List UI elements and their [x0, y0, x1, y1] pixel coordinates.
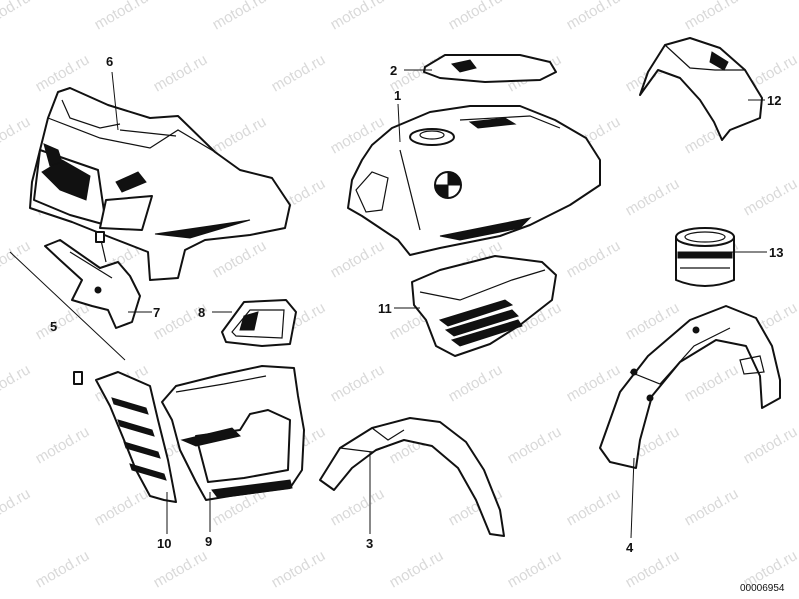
callout-8: 8 [198, 305, 205, 320]
watermark-text: motod.ru [0, 361, 33, 405]
filter-sleeve-drawing [675, 227, 735, 287]
watermark-text: motod.ru [328, 485, 388, 529]
watermark-text: motod.ru [682, 0, 742, 33]
watermark-text: motod.ru [446, 361, 506, 405]
rear-fender-drawing [599, 305, 781, 469]
watermark-text: motod.ru [387, 547, 447, 591]
side-panel-drawing [411, 255, 557, 357]
callout-9: 9 [205, 534, 212, 549]
watermark-text: motod.ru [210, 237, 270, 281]
watermark-text: motod.ru [92, 0, 152, 33]
watermark-text: motod.ru [328, 0, 388, 33]
watermark-text: motod.ru [564, 237, 624, 281]
document-number: 00006954 [740, 583, 785, 594]
tank-cap-cover-drawing [423, 54, 557, 83]
watermark-text: motod.ru [151, 51, 211, 95]
watermark-text: motod.ru [0, 237, 33, 281]
fuel-tank-drawing [347, 105, 601, 256]
watermark-text: motod.ru [33, 547, 93, 591]
watermark-text: motod.ru [269, 547, 329, 591]
watermark-text: motod.ru [623, 175, 683, 219]
watermark-text: motod.ru [33, 423, 93, 467]
watermark-text: motod.ru [328, 361, 388, 405]
callout-12: 12 [767, 93, 781, 108]
watermark-text: motod.ru [92, 485, 152, 529]
watermark-text: motod.ru [505, 423, 565, 467]
watermark-text: motod.ru [0, 0, 33, 33]
side-trim-cover-drawing [221, 299, 297, 347]
callout-5: 5 [50, 319, 57, 334]
callout-labels: 6 2 1 12 13 7 8 11 5 10 9 3 4 00006954 [50, 54, 785, 594]
watermark-text: motod.ru [741, 423, 799, 467]
watermark-text: motod.ru [564, 361, 624, 405]
tail-cowl-drawing [639, 37, 763, 141]
leader-lines [111, 69, 767, 539]
watermark-text: motod.ru [564, 0, 624, 33]
fairing-bracket-drawing [9, 231, 141, 361]
callout-3: 3 [366, 536, 373, 551]
callout-4: 4 [626, 540, 634, 555]
callout-13: 13 [769, 245, 783, 260]
watermark-text: motod.ru [210, 113, 270, 157]
front-fender-drawing [319, 417, 505, 537]
callout-10: 10 [157, 536, 171, 551]
watermark-text: motod.ru [505, 547, 565, 591]
watermark-text: motod.ru [0, 485, 33, 529]
watermark-text: motod.ru [328, 237, 388, 281]
watermark-text: motod.ru [741, 175, 799, 219]
watermark-text: motod.ru [682, 485, 742, 529]
callout-7: 7 [153, 305, 160, 320]
callout-11: 11 [378, 301, 392, 316]
watermark-text: motod.ru [682, 361, 742, 405]
watermark-text: motod.ru [446, 0, 506, 33]
watermark-text: motod.ru [151, 547, 211, 591]
vent-grille-drawing [73, 371, 177, 503]
callout-6: 6 [106, 54, 113, 69]
lower-cowl-drawing [161, 365, 305, 501]
callout-1: 1 [394, 88, 401, 103]
watermark-text: motod.ru [269, 51, 329, 95]
watermark-text: motod.ru [210, 0, 270, 33]
watermark-text: motod.ru [0, 113, 33, 157]
watermark-text: motod.ru [564, 485, 624, 529]
callout-2: 2 [390, 63, 397, 78]
watermark-text: motod.ru [33, 51, 93, 95]
fairing-drawing [29, 87, 291, 281]
